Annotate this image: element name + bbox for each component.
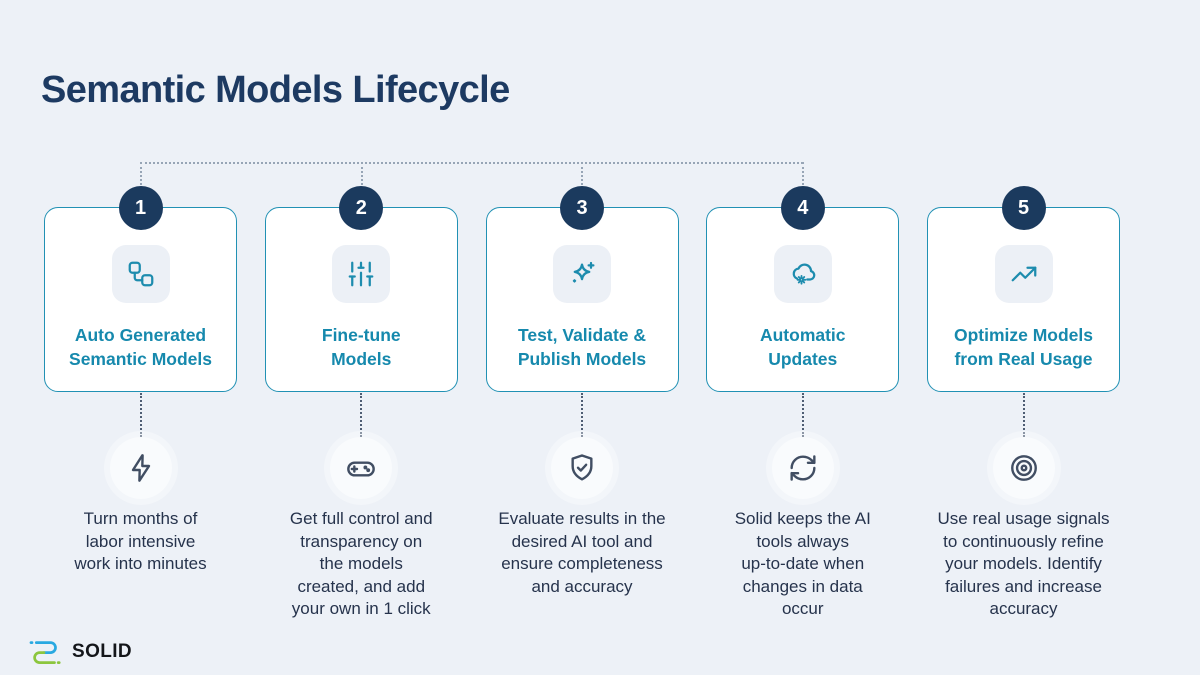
card-title: Optimize Models from Real Usage xyxy=(953,325,1094,369)
shield-check-icon xyxy=(571,454,593,481)
steps-row: 1 Auto Generated Semantic Models Turn mo… xyxy=(44,186,1120,621)
connector-stub-1 xyxy=(139,162,142,185)
card-icon-tile xyxy=(553,245,611,303)
card-title: Automatic Updates xyxy=(759,325,846,369)
sync-arrows-icon xyxy=(790,455,816,481)
step-description: Turn months of labor intensive work into… xyxy=(74,509,207,573)
step-number-badge: 2 xyxy=(339,186,384,230)
connector-stub-2 xyxy=(360,162,363,185)
connector-stub-4 xyxy=(801,162,804,185)
step-card-3: 3 Test, Validate & Publish Models xyxy=(485,186,679,392)
step-description: Get full control and transparency on the… xyxy=(289,509,433,618)
step-column-3: 3 Test, Validate & Publish Models Evalua… xyxy=(485,186,679,621)
step-number-badge: 5 xyxy=(1001,186,1046,230)
detail-icon-circle xyxy=(992,437,1055,499)
vertical-dotted-connector xyxy=(1022,393,1025,437)
sparkle-icon xyxy=(572,261,595,283)
step-column-5: 5 Optimize Models from Real Usage Use re… xyxy=(927,186,1120,621)
horizontal-dotted-connector xyxy=(140,162,803,164)
detail-icon-circle xyxy=(551,437,613,499)
detail-icon-circle xyxy=(330,437,393,499)
card-icon-tile xyxy=(994,245,1053,303)
step-card-4: 4 Automatic Up xyxy=(706,186,900,392)
step-number-badge: 4 xyxy=(780,186,825,230)
lightning-bolt-icon xyxy=(131,454,150,482)
card-title: Auto Generated Semantic Models xyxy=(69,325,212,369)
step-card-2: 2 Fine-tune Models xyxy=(264,186,458,392)
brand-logo: SOLID xyxy=(27,638,132,666)
step-column-1: 1 Auto Generated Semantic Models Turn mo… xyxy=(44,186,237,621)
vertical-dotted-connector xyxy=(360,393,363,437)
step-description: Use real usage signals to continuously r… xyxy=(937,509,1110,618)
brand-name: SOLID xyxy=(72,641,133,662)
step-number-badge: 1 xyxy=(118,186,163,230)
step-description: Evaluate results in the desired AI tool … xyxy=(498,509,666,596)
connector-stub-3 xyxy=(581,162,583,185)
step-column-2: 2 Fine-tune Models xyxy=(264,186,458,621)
trend-up-icon xyxy=(1011,266,1036,282)
card-title: Fine-tune Models xyxy=(321,325,401,369)
card-icon-tile xyxy=(111,245,170,303)
step-number-badge: 3 xyxy=(560,186,604,230)
detail-icon-circle xyxy=(109,437,172,499)
vertical-dotted-connector xyxy=(801,393,804,437)
page-title: Semantic Models Lifecycle xyxy=(41,69,510,111)
step-column-4: 4 Automatic Up xyxy=(706,186,900,621)
step-description: Solid keeps the AI tools always up-to-da… xyxy=(734,509,871,618)
solid-s-logo-icon xyxy=(29,641,61,664)
card-icon-tile xyxy=(773,245,832,303)
step-card-1: 1 Auto Generated Semantic Models xyxy=(44,186,237,392)
gamepad-icon xyxy=(347,461,376,477)
cloud-gear-icon xyxy=(792,263,816,285)
step-card-5: 5 Optimize Models from Real Usage xyxy=(927,186,1120,392)
workflow-nodes-icon xyxy=(128,261,153,287)
vertical-dotted-connector xyxy=(581,393,583,437)
target-icon xyxy=(1010,455,1037,481)
sliders-icon xyxy=(348,261,374,287)
detail-icon-circle xyxy=(771,437,834,499)
card-title: Test, Validate & Publish Models xyxy=(517,325,647,369)
vertical-dotted-connector xyxy=(139,393,142,437)
card-icon-tile xyxy=(332,245,391,303)
